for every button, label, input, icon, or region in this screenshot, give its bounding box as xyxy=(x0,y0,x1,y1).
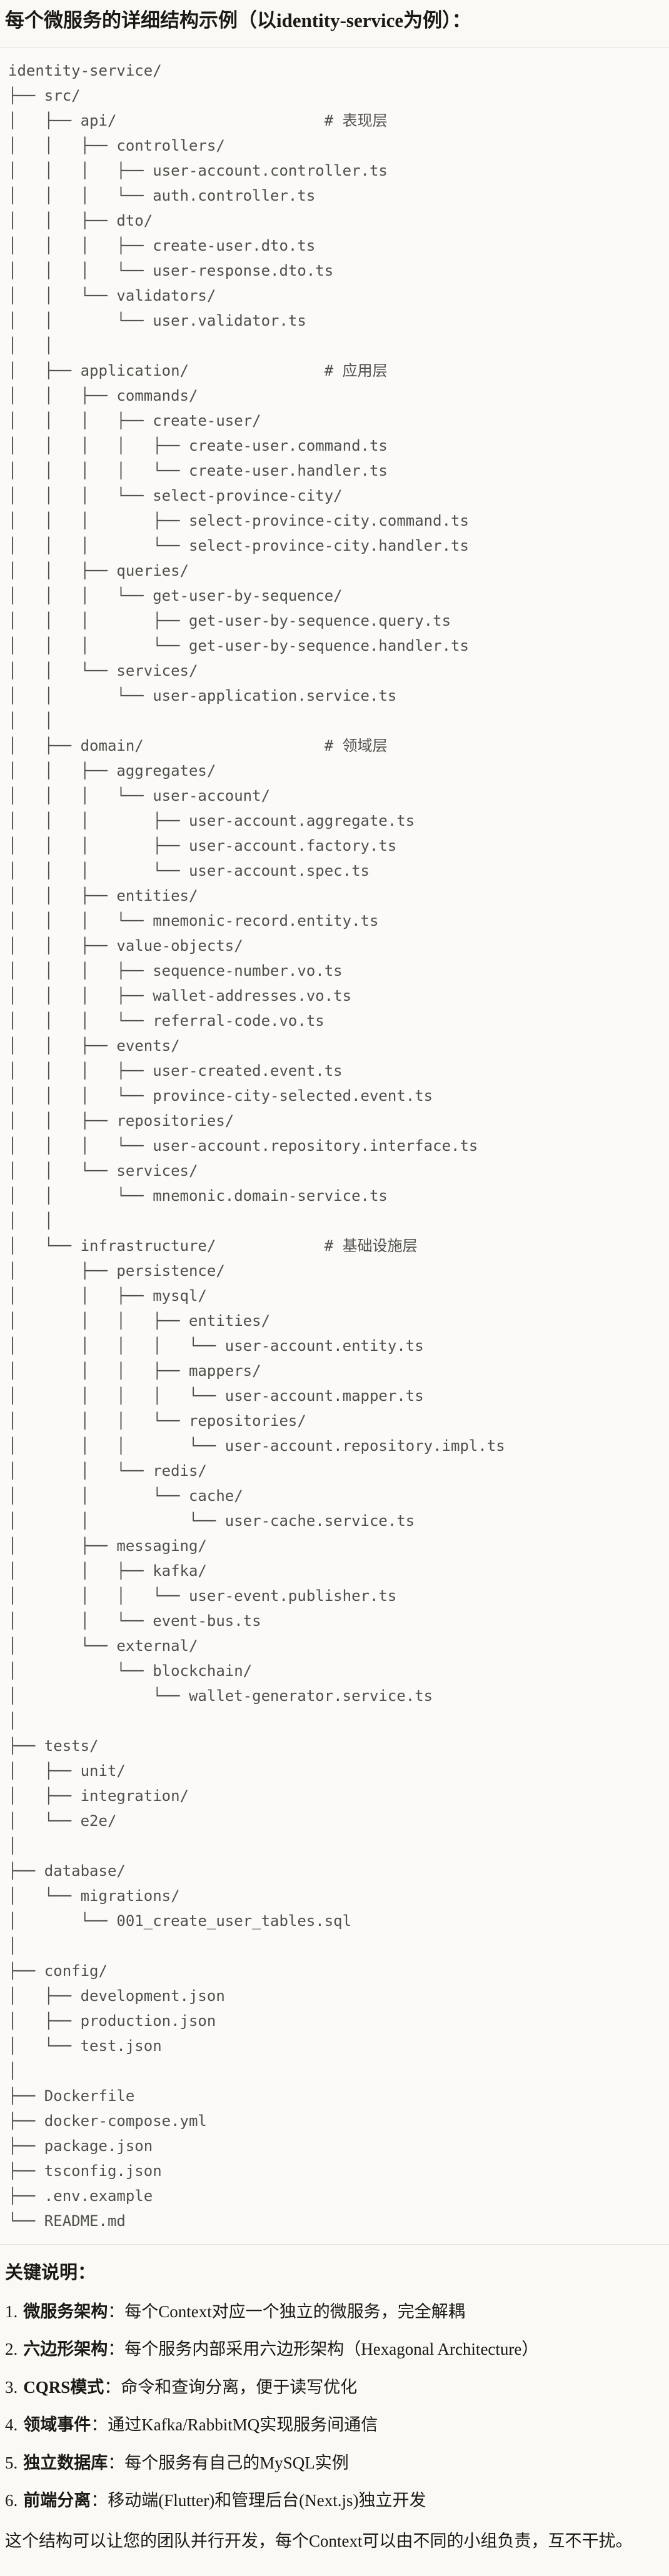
note-text: ：命令和查询分离，便于读写优化 xyxy=(104,2377,358,2397)
note-item: 3.CQRS模式：命令和查询分离，便于读写优化 xyxy=(5,2376,664,2398)
note-text: ：每个服务内部采用六边形架构（Hexagonal Architecture） xyxy=(108,2340,539,2359)
note-text: ：通过Kafka/RabbitMQ实现服务间通信 xyxy=(91,2415,378,2435)
note-item: 6. 前端分离：移动端(Flutter)和管理后台(Next.js)独立开发 xyxy=(5,2489,664,2512)
note-number: 2. xyxy=(5,2340,18,2359)
note-text: ：移动端(Flutter)和管理后台(Next.js)独立开发 xyxy=(91,2491,426,2510)
note-label: 微服务架构 xyxy=(23,2302,108,2321)
note-number: 3. xyxy=(5,2377,18,2397)
note-label: 前端分离 xyxy=(23,2491,91,2510)
note-label: CQRS模式 xyxy=(23,2377,104,2397)
key-notes-heading: 关键说明： xyxy=(5,2262,96,2283)
note-item: 2. 六边形架构：每个服务内部采用六边形架构（Hexagonal Architec… xyxy=(5,2338,664,2360)
page-title: 每个微服务的详细结构示例（以identity-service为例）： xyxy=(5,9,471,31)
note-number: 5. xyxy=(5,2453,18,2472)
note-label: 领域事件 xyxy=(23,2415,91,2435)
note-number: 6. xyxy=(5,2491,18,2510)
note-text: ：每个服务有自己的MySQL实例 xyxy=(108,2453,349,2472)
closing-paragraph: 这个结构可以让您的团队并行开发，每个Context可以由不同的小组负责，互不干扰… xyxy=(5,2531,633,2550)
note-label: 独立数据库 xyxy=(23,2453,108,2472)
note-item: 1. 微服务架构：每个Context对应一个独立的微服务，完全解耦 xyxy=(5,2300,664,2323)
note-number: 1. xyxy=(5,2302,18,2321)
note-item: 4.领域事件：通过Kafka/RabbitMQ实现服务间通信 xyxy=(5,2413,664,2436)
code-block: identity-service/ ├── src/ │ ├── api/ # … xyxy=(0,46,669,2245)
key-notes-section: 关键说明： 1. 微服务架构：每个Context对应一个独立的微服务，完全解耦 2.… xyxy=(0,2261,669,2576)
directory-tree: identity-service/ ├── src/ │ ├── api/ # … xyxy=(8,61,505,2230)
note-text: ：每个Context对应一个独立的微服务，完全解耦 xyxy=(108,2302,465,2321)
note-label: 六边形架构 xyxy=(23,2340,108,2359)
note-number: 4. xyxy=(5,2415,18,2435)
note-item: 5. 独立数据库：每个服务有自己的MySQL实例 xyxy=(5,2452,664,2474)
